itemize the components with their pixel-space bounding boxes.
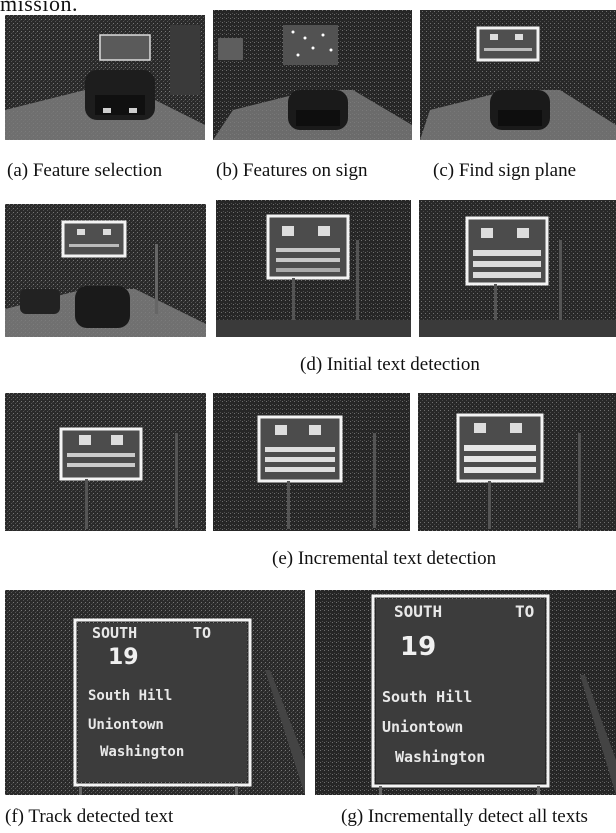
frame-g-sign-header-left: SOUTH bbox=[394, 602, 443, 621]
frame-b bbox=[213, 10, 412, 140]
caption-a: (a) Feature selection bbox=[7, 160, 163, 181]
frame-g-sign-header-right: TO bbox=[515, 602, 535, 621]
frame-g-sign-line3: Washington bbox=[395, 748, 486, 766]
frame-d3 bbox=[419, 200, 616, 337]
frame-f-sign-line2: Uniontown bbox=[88, 717, 164, 733]
frame-f-sign-header-left: SOUTH bbox=[92, 624, 138, 642]
frame-g-sign-line2: Uniontown bbox=[382, 718, 464, 736]
frame-e1 bbox=[5, 393, 206, 531]
frame-a bbox=[5, 15, 205, 140]
caption-c: (c) Find sign plane bbox=[433, 160, 577, 181]
caption-e: (e) Incremental text detection bbox=[272, 548, 497, 569]
frame-f-sign-header-right: TO bbox=[193, 624, 212, 642]
frame-d2 bbox=[216, 200, 411, 337]
frame-g-sign-route: 19 bbox=[400, 632, 437, 662]
frame-f bbox=[5, 590, 305, 795]
caption-g: (g) Incrementally detect all texts bbox=[341, 806, 588, 827]
caption-b: (b) Features on sign bbox=[216, 160, 368, 181]
frame-f-sign-line3: Washington bbox=[100, 744, 185, 760]
frame-c bbox=[420, 10, 616, 140]
cut-off-heading: mission. bbox=[0, 0, 78, 16]
frame-g bbox=[315, 590, 616, 795]
caption-d: (d) Initial text detection bbox=[300, 354, 480, 375]
frame-e3 bbox=[418, 393, 616, 531]
caption-f: (f) Track detected text bbox=[5, 806, 174, 827]
frame-f-sign-route: 19 bbox=[108, 645, 139, 670]
frame-e2 bbox=[213, 393, 410, 531]
frame-g-sign-line1: South Hill bbox=[382, 688, 473, 706]
frame-d1 bbox=[5, 204, 206, 337]
frame-f-sign-line1: South Hill bbox=[88, 688, 173, 704]
